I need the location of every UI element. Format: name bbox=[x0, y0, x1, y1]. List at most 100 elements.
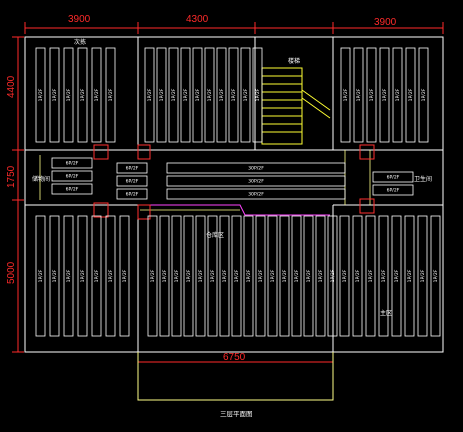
rack-label: 1P/2F bbox=[52, 88, 58, 101]
rack-mid-small-3: 6P/2F bbox=[116, 188, 148, 200]
rack-label: 6P/2F bbox=[387, 175, 400, 181]
rack-label: 1P/2F bbox=[147, 88, 153, 101]
doors bbox=[93, 144, 375, 220]
stairs bbox=[261, 67, 331, 145]
rack-label: 1P/2F bbox=[210, 269, 216, 282]
circulation-line bbox=[145, 204, 330, 216]
rack-label: 1P/2F bbox=[421, 88, 427, 101]
room-top-left-label: 次拣 bbox=[74, 38, 86, 46]
rack-label: 1P/2F bbox=[66, 88, 72, 101]
rack-top-mid-1: 1P/2F bbox=[144, 47, 155, 143]
rack-label: 30P/2F bbox=[248, 192, 264, 198]
rack-top-right-4: 1P/2F bbox=[379, 47, 390, 143]
rack-label: 1P/2F bbox=[282, 269, 288, 282]
rack-bottom-mid-6: 1P/2F bbox=[207, 215, 218, 337]
rack-bottom-mid-1: 1P/2F bbox=[147, 215, 158, 337]
rack-top-mid-8: 1P/2F bbox=[228, 47, 239, 143]
rack-mid-long-3: 30P/2F bbox=[166, 188, 346, 200]
rack-label: 1P/2F bbox=[382, 88, 388, 101]
rack-label: 6P/2F bbox=[387, 188, 400, 194]
rack-label: 6P/2F bbox=[66, 174, 79, 180]
rack-bottom-right-1: 1P/2F bbox=[339, 215, 350, 337]
corridor-lines bbox=[39, 150, 371, 211]
rack-top-right-3: 1P/2F bbox=[366, 47, 377, 143]
rack-label: 1P/2F bbox=[150, 269, 156, 282]
rack-label: 6P/2F bbox=[126, 166, 139, 172]
rack-label: 1P/2F bbox=[108, 269, 114, 282]
rack-mid-right-1: 6P/2F bbox=[372, 171, 414, 183]
rack-label: 1P/2F bbox=[159, 88, 165, 101]
rack-bottom-left-6: 1P/2F bbox=[105, 215, 116, 337]
rack-label: 1P/2F bbox=[381, 269, 387, 282]
rack-top-right-6: 1P/2F bbox=[405, 47, 416, 143]
rack-label: 1P/2F bbox=[394, 269, 400, 282]
rack-bottom-right-8: 1P/2F bbox=[430, 215, 441, 337]
rack-bottom-left-7: 1P/2F bbox=[119, 215, 130, 337]
rack-bottom-left-2: 1P/2F bbox=[49, 215, 60, 337]
rack-bottom-right-5: 1P/2F bbox=[391, 215, 402, 337]
rack-label: 1P/2F bbox=[183, 88, 189, 101]
rack-bottom-right-4: 1P/2F bbox=[378, 215, 389, 337]
rack-label: 1P/2F bbox=[258, 269, 264, 282]
rack-bottom-mid-10: 1P/2F bbox=[255, 215, 266, 337]
rack-label: 1P/2F bbox=[38, 269, 44, 282]
rack-mid-right-2: 6P/2F bbox=[372, 184, 414, 196]
rack-label: 1P/2F bbox=[243, 88, 249, 101]
dim-left-bottom: 5000 bbox=[6, 261, 17, 284]
dim-left-top: 4400 bbox=[6, 75, 17, 98]
rack-top-right-1: 1P/2F bbox=[340, 47, 351, 143]
rack-label: 1P/2F bbox=[222, 269, 228, 282]
rack-label: 1P/2F bbox=[395, 88, 401, 101]
rack-bottom-mid-13: 1P/2F bbox=[291, 215, 302, 337]
rack-label: 1P/2F bbox=[66, 269, 72, 282]
rack-label: 1P/2F bbox=[38, 88, 44, 101]
rack-bottom-left-1: 1P/2F bbox=[35, 215, 46, 337]
rack-bottom-mid-5: 1P/2F bbox=[195, 215, 206, 337]
rack-bottom-mid-15: 1P/2F bbox=[315, 215, 326, 337]
bottom-wall-extension bbox=[137, 352, 334, 401]
rack-top-mid-5: 1P/2F bbox=[192, 47, 203, 143]
rack-mid-small-1: 6P/2F bbox=[116, 162, 148, 174]
rack-layer: 1P/2F 1P/2F 1P/2F 1P/2F 1P/2F 1P/2F 1P/2F 1P/2F… bbox=[35, 47, 441, 337]
rack-bottom-left-5: 1P/2F bbox=[91, 215, 102, 337]
rack-label: 1P/2F bbox=[174, 269, 180, 282]
rack-label: 1P/2F bbox=[408, 88, 414, 101]
rack-label: 1P/2F bbox=[318, 269, 324, 282]
rack-label: 1P/2F bbox=[122, 269, 128, 282]
rack-top-right-5: 1P/2F bbox=[392, 47, 403, 143]
rack-label: 1P/2F bbox=[420, 269, 426, 282]
rack-label: 1P/2F bbox=[207, 88, 213, 101]
rack-label: 1P/2F bbox=[356, 88, 362, 101]
rack-bottom-mid-2: 1P/2F bbox=[159, 215, 170, 337]
rack-label: 1P/2F bbox=[198, 269, 204, 282]
rack-bottom-mid-14: 1P/2F bbox=[303, 215, 314, 337]
rack-top-left-2: 1P/2F bbox=[49, 47, 60, 143]
rack-label: 30P/2F bbox=[248, 166, 264, 172]
rack-label: 1P/2F bbox=[195, 88, 201, 101]
rack-top-right-2: 1P/2F bbox=[353, 47, 364, 143]
outer-walls bbox=[24, 36, 444, 353]
rack-label: 1P/2F bbox=[231, 88, 237, 101]
rack-top-mid-10: 1P/2F bbox=[252, 47, 263, 143]
dim-left-mid: 1750 bbox=[6, 165, 17, 188]
dim-top-left: 3900 bbox=[68, 14, 91, 25]
rack-label: 6P/2F bbox=[66, 161, 79, 167]
rack-mid-small-2: 6P/2F bbox=[116, 175, 148, 187]
room-middle-right-label: 卫生间 bbox=[414, 175, 432, 183]
rack-bottom-mid-4: 1P/2F bbox=[183, 215, 194, 337]
rack-label: 30P/2F bbox=[248, 179, 264, 185]
rack-label: 1P/2F bbox=[368, 269, 374, 282]
rack-label: 6P/2F bbox=[126, 192, 139, 198]
rack-label: 6P/2F bbox=[126, 179, 139, 185]
rack-label: 1P/2F bbox=[94, 269, 100, 282]
rack-top-left-5: 1P/2F bbox=[91, 47, 102, 143]
dim-top-right: 3900 bbox=[374, 17, 397, 28]
room-main-label: 仓库区 bbox=[206, 231, 224, 239]
rack-top-left-4: 1P/2F bbox=[77, 47, 88, 143]
rack-bottom-mid-9: 1P/2F bbox=[243, 215, 254, 337]
rack-label: 1P/2F bbox=[330, 269, 336, 282]
rack-top-mid-3: 1P/2F bbox=[168, 47, 179, 143]
rack-label: 1P/2F bbox=[342, 269, 348, 282]
room-middle-left-label: 储物间 bbox=[32, 175, 50, 183]
rack-bottom-mid-16: 1P/2F bbox=[327, 215, 338, 337]
